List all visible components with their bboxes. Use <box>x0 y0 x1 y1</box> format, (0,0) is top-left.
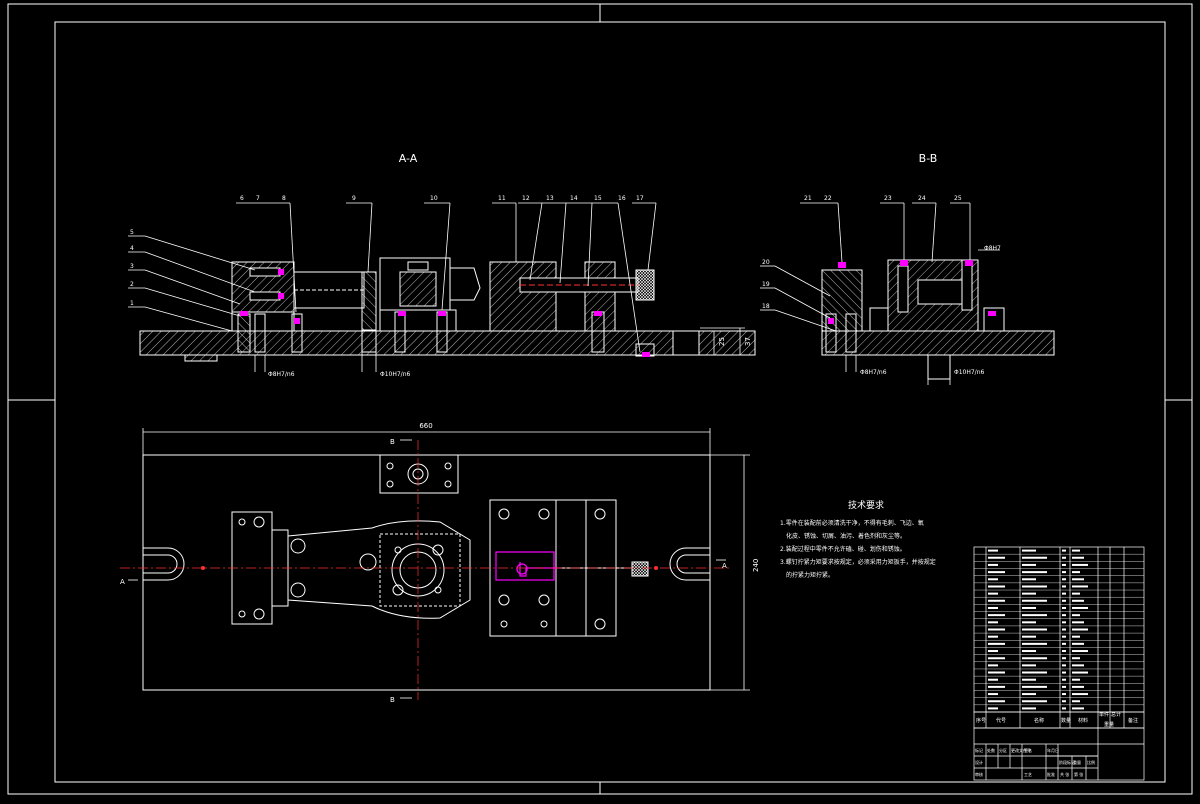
plan-view <box>142 428 750 691</box>
aa-leaders <box>128 202 657 353</box>
sheet-border <box>7 3 1193 795</box>
dim-overall-width: 240 <box>752 559 760 572</box>
plan-center-marks <box>201 566 658 570</box>
balloon-bb-21: 21 <box>804 195 812 202</box>
title-block-label: 分区 <box>999 747 1007 753</box>
dim-h2: 37 <box>744 337 752 346</box>
dim-h1: 25 <box>718 337 726 346</box>
balloon-aa-13: 13 <box>546 195 554 202</box>
dim-fit2: Φ10H7/n6 <box>380 371 411 378</box>
balloon-bb-22: 22 <box>824 195 832 202</box>
balloon-bb-20: 20 <box>762 259 770 266</box>
title-block-label: 批准 <box>1047 771 1055 777</box>
title-block-label: 年月日 <box>1047 747 1059 753</box>
dim-overall-length: 660 <box>419 422 432 430</box>
header-weight: 重量 <box>1104 721 1114 728</box>
header-material: 材料 <box>1078 717 1088 724</box>
balloon-bb-23: 23 <box>884 195 892 202</box>
balloon-aa-15: 15 <box>594 195 602 202</box>
balloon-aa-5: 5 <box>130 229 134 236</box>
section-bb-view: B-B <box>821 152 1055 380</box>
title-block <box>973 727 1145 781</box>
section-bb-title: B-B <box>919 152 938 165</box>
title-block-label: 签名 <box>1024 747 1032 753</box>
section-mark-a-right: A <box>722 562 727 570</box>
title-block-label: 阶段标记 <box>1059 759 1075 765</box>
parts-list-entries <box>988 549 1088 710</box>
plan-centerlines <box>120 440 730 700</box>
technical-requirements: 技术要求 1.零件在装配前必须清洗干净，不得有毛刺、飞边、氧 化皮、锈蚀、切屑、… <box>780 499 936 579</box>
balloon-aa-7: 7 <box>256 195 260 202</box>
balloon-bb-25: 25 <box>954 195 962 202</box>
header-unit: 单件 <box>1099 711 1109 718</box>
section-mark-b-top: B <box>390 438 395 446</box>
balloon-aa-3: 3 <box>130 263 134 270</box>
title-block-label: 比例 <box>1087 759 1095 765</box>
header-index: 序号 <box>976 717 986 724</box>
title-block-label: 重量 <box>1073 759 1081 765</box>
dim-fit1: Φ8H7/n6 <box>268 371 295 378</box>
balloon-aa-14: 14 <box>570 195 578 202</box>
header-total: 总计 <box>1111 711 1121 718</box>
dim-fit3: Φ8H7/n6 <box>860 369 887 376</box>
section-aa-view: A-A <box>139 152 756 362</box>
title-block-labels: 标记处数分区更改文件号签名 年月日设计审核 工艺 批准阶段标记重量比例共 张第 张 <box>975 747 1095 777</box>
header-qty: 数量 <box>1061 717 1071 724</box>
title-block-label: 处数 <box>987 747 995 753</box>
section-aa-title: A-A <box>399 152 418 165</box>
bb-fasteners <box>828 260 996 324</box>
section-mark-b-bottom: B <box>390 696 395 704</box>
balloon-bb-18: 18 <box>762 303 770 310</box>
title-block-label: 第 张 <box>1074 771 1083 777</box>
parts-header-labels: 序号 代号 名称 数量 材料 单件 总计 重量 备注 <box>976 711 1138 728</box>
balloon-aa-8: 8 <box>282 195 286 202</box>
dim-fit5: Φ8H7 <box>984 245 1001 252</box>
dim-fit4: Φ10H7/n6 <box>954 369 985 376</box>
balloon-aa-11: 11 <box>498 195 506 202</box>
title-block-label: 更改文件号 <box>1011 747 1031 753</box>
title-block-label: 标记 <box>975 747 983 753</box>
balloon-aa-17: 17 <box>636 195 644 202</box>
balloon-aa-9: 9 <box>352 195 356 202</box>
balloon-aa-2: 2 <box>130 281 134 288</box>
tech-req-line-1: 1.零件在装配前必须清洗干净，不得有毛刺、飞边、氧 <box>780 519 924 527</box>
bb-balloon-labels: 21 22 23 24 25 20 19 18 <box>762 195 962 310</box>
balloon-aa-12: 12 <box>522 195 530 202</box>
title-block-label: 设计 <box>975 759 983 765</box>
plan-accent-parts <box>495 551 560 581</box>
parts-list-rows <box>974 553 1144 706</box>
tech-req-line-4: 3.螺钉拧紧力矩要求按规定，必须采用力矩扳手，并按规定 <box>780 558 936 566</box>
balloon-aa-4: 4 <box>130 245 134 252</box>
balloon-aa-6: 6 <box>240 195 244 202</box>
header-code: 代号 <box>996 717 1006 724</box>
balloon-aa-1: 1 <box>130 300 134 307</box>
tech-req-line-5: 的拧紧力矩拧紧。 <box>786 571 834 579</box>
balloon-aa-10: 10 <box>430 195 438 202</box>
section-mark-a-left: A <box>120 578 125 586</box>
balloon-aa-16: 16 <box>618 195 626 202</box>
title-block-label: 共 张 <box>1060 771 1069 777</box>
bb-leaders <box>760 202 1000 385</box>
tech-req-line-2: 化皮、锈蚀、切屑、油污、着色剂和灰尘等。 <box>786 532 906 540</box>
header-name: 名称 <box>1034 717 1044 724</box>
balloon-bb-19: 19 <box>762 281 770 288</box>
section-marks <box>128 439 726 699</box>
aa-balloon-labels: 6 7 8 9 10 11 12 13 14 15 16 17 5 4 3 2 1 <box>130 195 644 307</box>
tech-req-title: 技术要求 <box>848 499 884 511</box>
title-block-label: 工艺 <box>1024 772 1032 777</box>
aa-fasteners <box>240 269 650 357</box>
title-block-label: 审核 <box>975 771 983 777</box>
aa-dimensions <box>254 327 745 372</box>
header-note: 备注 <box>1128 717 1138 724</box>
tech-req-line-3: 2.装配过程中零件不允许磕、碰、划伤和锈蚀。 <box>780 545 906 553</box>
balloon-bb-24: 24 <box>918 195 926 202</box>
